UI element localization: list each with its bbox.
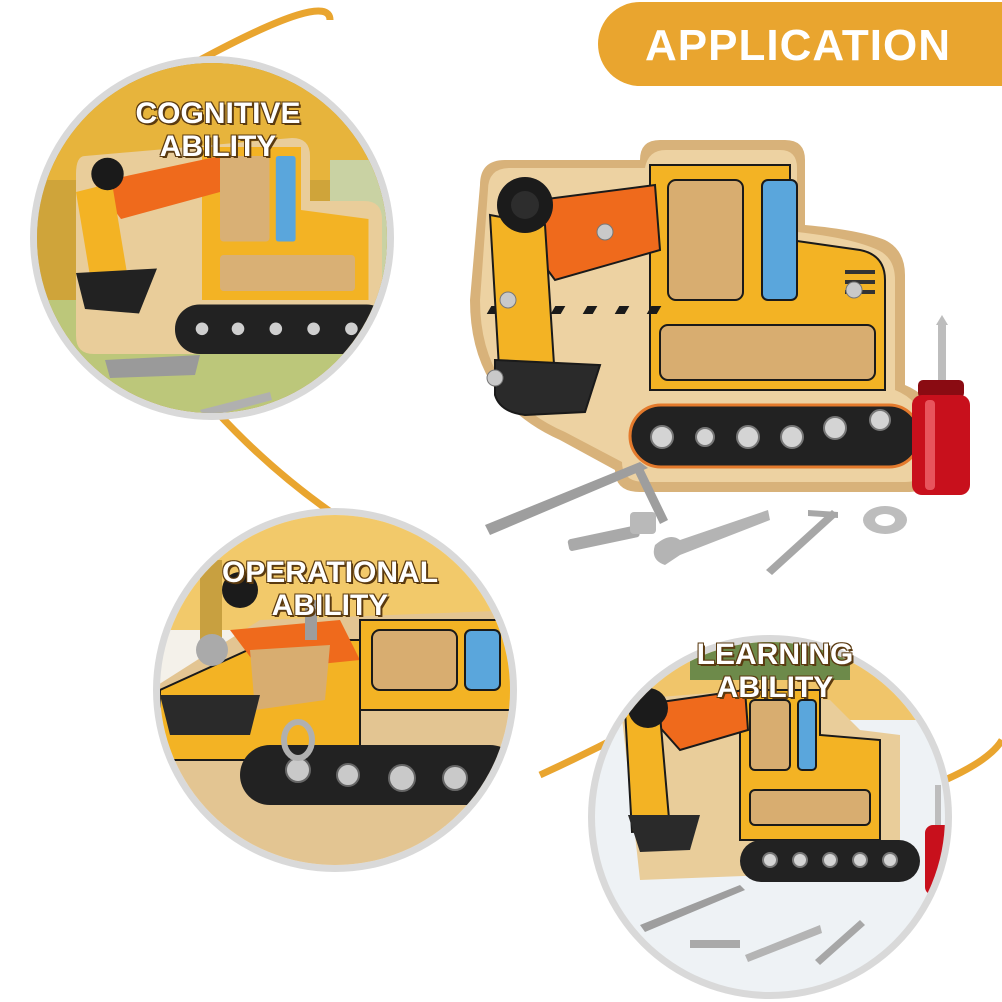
application-banner xyxy=(598,2,1002,86)
cognitive-ability-label: COGNITIVE ABILITY xyxy=(98,97,338,163)
loose-tools xyxy=(485,462,907,575)
learning-ability-circle xyxy=(588,635,952,999)
operational-ability-label: OPERATIONAL ABILITY xyxy=(190,556,470,622)
operational-label-line1: OPERATIONAL xyxy=(221,556,439,589)
screwdriver xyxy=(912,315,970,495)
learning-label-line1: LEARNING xyxy=(696,638,854,671)
page-title: APPLICATION xyxy=(645,21,951,70)
excavator-board-product xyxy=(470,140,940,492)
learning-label-line2: ABILITY xyxy=(716,671,834,704)
operational-ability-circle xyxy=(153,508,517,872)
cognitive-label-line2: ABILITY xyxy=(159,130,277,163)
learning-ability-label: LEARNING ABILITY xyxy=(665,638,885,704)
cognitive-label-line1: COGNITIVE xyxy=(135,97,301,130)
operational-label-line2: ABILITY xyxy=(271,589,389,622)
